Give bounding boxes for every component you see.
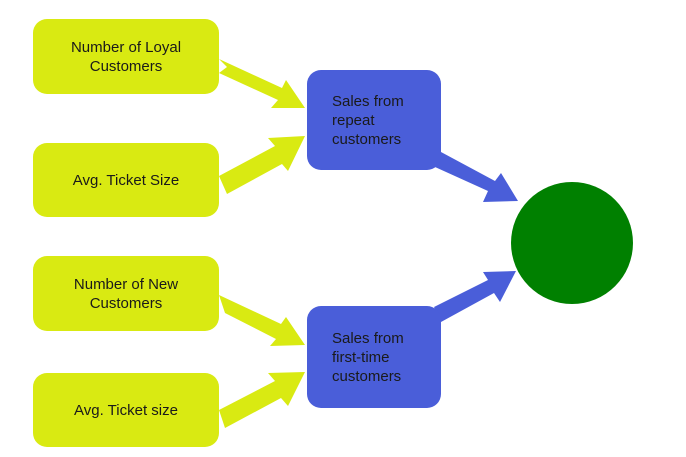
loyal-customers-box: Number of Loyal Customers xyxy=(33,19,219,94)
avg-ticket-size-box-2: Avg. Ticket size xyxy=(33,373,219,447)
sales-first-time-label: Sales from first-time customers xyxy=(332,329,404,385)
new-customers-label: Number of New Customers xyxy=(73,275,179,312)
arrow-ticket1-to-repeat xyxy=(219,136,305,194)
sales-first-time-box: Sales from first-time customers xyxy=(307,306,441,408)
arrow-loyal-to-repeat xyxy=(219,59,305,108)
avg-ticket-size-label-1: Avg. Ticket Size xyxy=(72,171,180,189)
avg-ticket-size-box-1: Avg. Ticket Size xyxy=(33,143,219,217)
arrow-repeat-to-result xyxy=(435,152,518,202)
result-circle xyxy=(511,182,633,304)
new-customers-box: Number of New Customers xyxy=(33,256,219,331)
sales-repeat-label: Sales from repeat customers xyxy=(332,92,404,148)
loyal-customers-label: Number of Loyal Customers xyxy=(70,38,182,75)
sales-repeat-box: Sales from repeat customers xyxy=(307,70,441,170)
arrow-ticket2-to-firsttime xyxy=(219,372,305,428)
arrow-firsttime-to-result xyxy=(434,271,516,322)
avg-ticket-size-label-2: Avg. Ticket size xyxy=(74,401,178,419)
arrow-new-to-firsttime xyxy=(219,295,305,346)
